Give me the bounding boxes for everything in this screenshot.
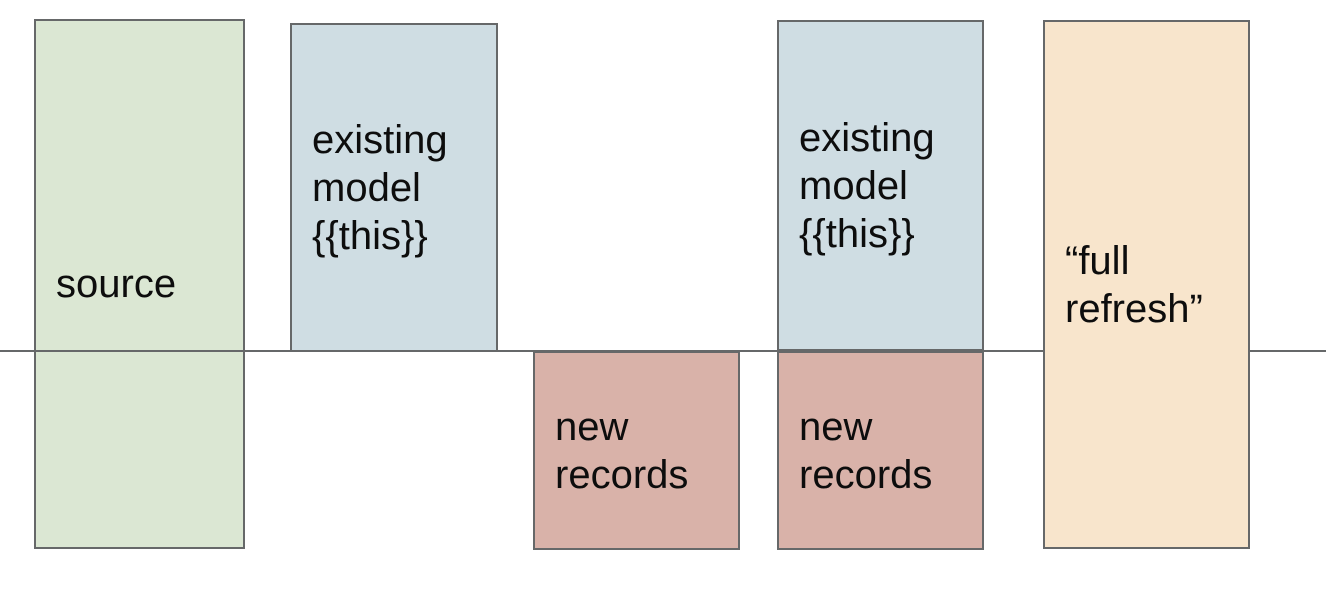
existing-model-box-1-label-line: model [312, 165, 421, 210]
new-records-box-1-label-line: new [555, 404, 629, 449]
new-records-box-1: new records [533, 351, 740, 550]
source-box: source [34, 19, 245, 549]
existing-model-box-1-label-line: existing [312, 117, 448, 162]
existing-model-box-2-label-line: model [799, 163, 908, 208]
existing-model-box-2: existing model {{this}} [777, 20, 984, 351]
new-records-box-2-label-line: records [799, 452, 933, 497]
full-refresh-box-label-line: “full [1065, 238, 1130, 283]
existing-model-box-1: existing model {{this}} [290, 23, 498, 352]
source-box-label: source [56, 262, 177, 306]
existing-model-box-2-label-line: {{this}} [799, 211, 915, 256]
new-records-box-2-label-line: new [799, 404, 873, 449]
full-refresh-box-label-line: refresh” [1065, 286, 1203, 331]
full-refresh-box: “full refresh” [1043, 20, 1250, 549]
existing-model-box-1-label-line: {{this}} [312, 213, 428, 258]
new-records-box-1-label-line: records [555, 452, 689, 497]
new-records-box-2: new records [777, 351, 984, 550]
existing-model-box-2-label-line: existing [799, 115, 935, 160]
